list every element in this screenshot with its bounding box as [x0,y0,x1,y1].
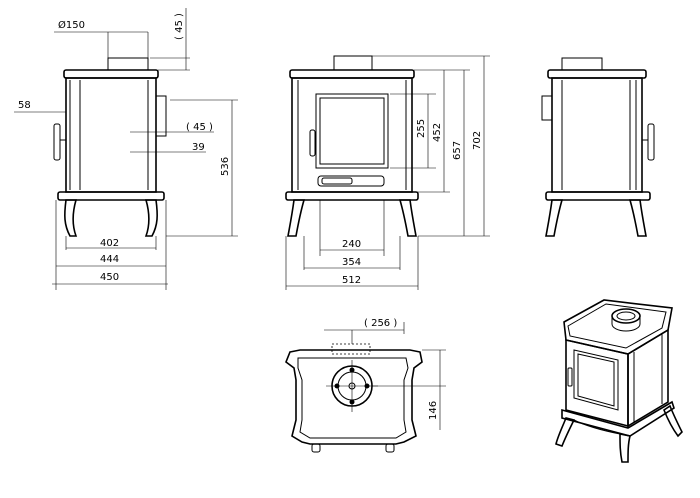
dim-flue-diameter: Ø150 [58,19,85,31]
leg-right [144,199,158,237]
right-base-plinth [545,191,651,201]
right-leg-left [545,199,564,237]
iso-body-side [627,328,669,428]
dim-side-total-width: 450 [100,272,119,283]
door-handle [53,123,61,161]
iso-leg-1 [555,417,576,447]
flue-collar [107,57,149,71]
dim-top-depth-offset: 146 [428,401,439,420]
right-body [551,77,643,193]
dim-top-flue-offset: ( 256 ) [364,318,397,329]
glass-door [315,93,389,169]
leg-left [64,199,78,237]
rear-outlet [155,95,167,137]
side-view-left: Ø150 ( 45 ) 58 ( 45 ) 39 536 402 444 450 [14,8,238,290]
front-base-plinth [285,191,419,201]
dim-front-total-width: 512 [342,275,361,286]
dim-side-offset: 58 [18,100,31,111]
iso-glass-door [573,349,619,411]
dim-front-mid-width: 354 [342,257,361,268]
dim-body-height: 657 [452,141,463,160]
iso-leg-3 [663,404,683,438]
dim-total-height: 702 [472,131,483,150]
right-rear-outlet [541,95,553,121]
front-door-handle [309,129,316,157]
front-leg-right [398,199,417,237]
front-flue-collar [333,55,373,71]
iso-flue [611,308,641,324]
ash-pan-slot [317,175,385,187]
right-door-handle [647,123,655,161]
dim-side-mid-width: 444 [100,254,119,265]
front-leg-left [287,199,306,237]
right-flue-collar [561,57,603,71]
front-top-plate [289,69,415,79]
iso-base [561,400,675,437]
dim-side-height: 536 [220,157,231,176]
top-view: ( 256 ) 146 [285,318,446,453]
side-view-right [541,57,655,237]
base-plinth [57,191,165,201]
dim-flue-height: ( 45 ) [174,13,185,40]
dim-door-height: 255 [416,119,427,138]
dim-rear-outlet-offset: 39 [192,142,205,153]
right-leg-right [628,199,647,237]
front-view: 255 452 657 702 240 354 512 [285,55,490,290]
dim-front-base-width: 240 [342,239,361,250]
dim-glass-height: 452 [432,123,443,142]
top-outline [285,349,423,445]
isometric-view [555,299,683,463]
dim-side-base-width: 402 [100,238,119,249]
top-flue-stub [331,343,371,355]
right-top-plate [547,69,647,79]
dim-rear-outlet: ( 45 ) [186,122,213,133]
top-plate [63,69,159,79]
iso-leg-2 [619,433,631,463]
